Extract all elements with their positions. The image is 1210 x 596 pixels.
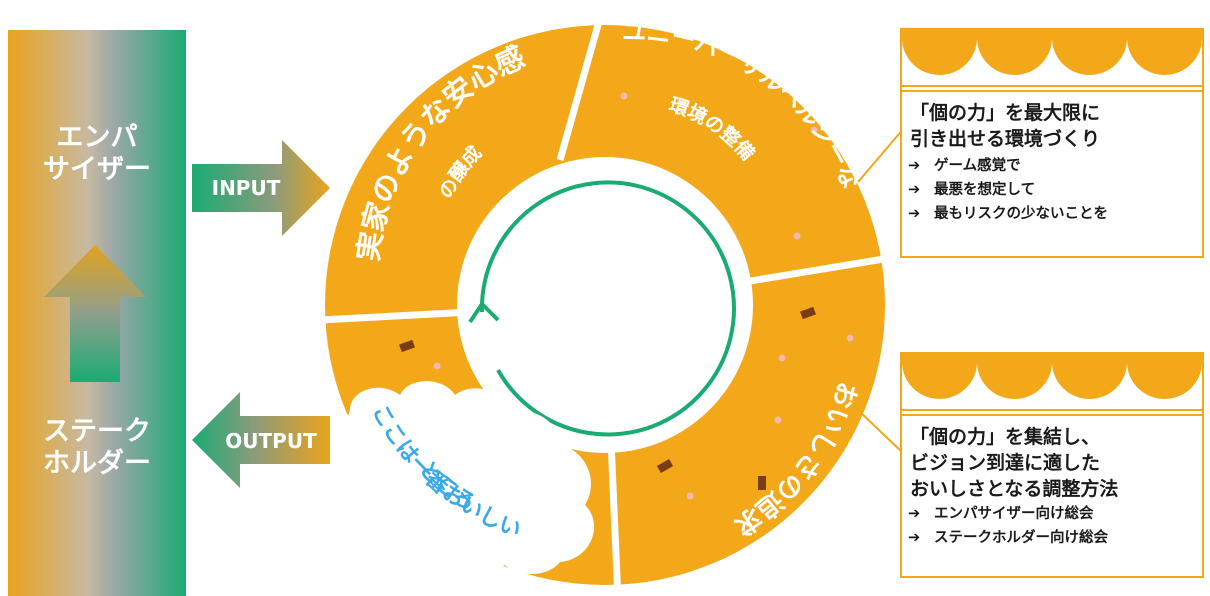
stakeholder-label: ステーク ホルダー bbox=[43, 416, 151, 479]
right-arrow-icon: ➔ bbox=[908, 530, 921, 546]
panel-adjustment-title: 「個の力」を集結し、 ビジョン到達に適した おいしさとなる調整方法 bbox=[910, 426, 1119, 500]
awning-decoration bbox=[902, 354, 1202, 416]
empathizer-label: エンパ サイザー bbox=[43, 122, 151, 185]
panel-environment-bullet: ➔最悪を想定して bbox=[908, 178, 1202, 202]
panel-environment-bullet: ➔ゲーム感覚で bbox=[908, 154, 1202, 178]
awning-decoration bbox=[902, 30, 1202, 92]
cycle-arrowhead-icon bbox=[468, 300, 500, 324]
panel-environment: 「個の力」を最大限に 引き出せる環境づくり ➔ゲーム感覚で ➔最悪を想定して ➔… bbox=[900, 28, 1204, 258]
panel-adjustment-bullet: ➔エンパサイザー向け総会 bbox=[908, 502, 1202, 526]
right-arrow-icon: ➔ bbox=[908, 182, 921, 198]
panel-environment-bullet: ➔最もリスクの少ないことを bbox=[908, 202, 1202, 226]
input-label: INPUT bbox=[211, 176, 281, 200]
output-label: OUTPUT bbox=[225, 429, 317, 453]
cycle-wheel: 実家のような安心感 の醸成 ユニーバーサルヘルシーな 環境の整備 おいしさの追求… bbox=[319, 0, 891, 596]
right-arrow-icon: ➔ bbox=[908, 506, 921, 522]
cloud-bubble bbox=[346, 381, 595, 575]
panel-adjustment-bullet: ➔ステークホルダー向け総会 bbox=[908, 526, 1202, 550]
panel-environment-title: 「個の力」を最大限に 引き出せる環境づくり bbox=[910, 102, 1101, 150]
input-arrow bbox=[192, 140, 330, 236]
up-arrow-icon bbox=[44, 245, 146, 382]
panel-connectors bbox=[857, 127, 905, 455]
right-arrow-icon: ➔ bbox=[908, 158, 921, 174]
cycle-arrow-icon bbox=[479, 180, 736, 437]
wheel-center bbox=[457, 157, 753, 453]
panel-adjustment: 「個の力」を集結し、 ビジョン到達に適した おいしさとなる調整方法 ➔エンパサイ… bbox=[900, 352, 1204, 578]
output-arrow bbox=[192, 392, 330, 488]
right-arrow-icon: ➔ bbox=[908, 206, 921, 222]
